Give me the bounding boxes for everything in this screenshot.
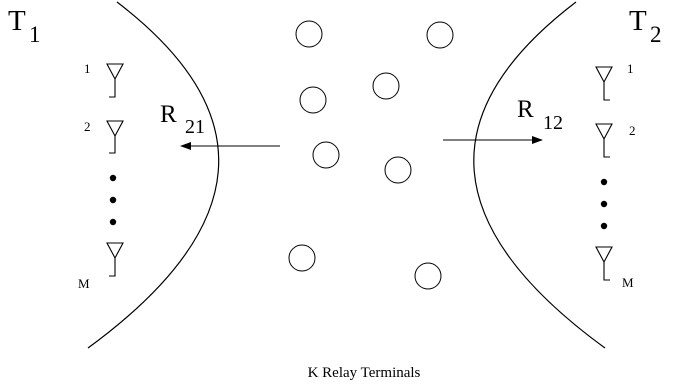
rate-21-index: 21	[185, 116, 205, 138]
antenna-icon	[595, 246, 613, 281]
relay-node	[414, 262, 442, 290]
rate-21-label: R	[160, 101, 177, 128]
antenna-icon	[595, 66, 613, 101]
relay-node	[426, 21, 454, 49]
terminal-1-label: T	[8, 5, 26, 37]
relay-node	[288, 244, 316, 272]
terminal-1-antenna-array	[106, 63, 124, 277]
terminal-2-antenna-label-2: 2	[629, 123, 636, 138]
terminal-2-antenna-ellipsis	[600, 178, 608, 230]
relay-node	[312, 141, 340, 169]
terminal-2-antenna-label-1: 1	[627, 61, 634, 76]
antenna-icon	[595, 123, 613, 158]
terminal-1-antenna-label-2: 2	[84, 119, 91, 134]
terminal-2-label: T	[629, 5, 647, 37]
antenna-icon	[106, 242, 124, 277]
terminal-1-boundary-arc	[87, 1, 220, 349]
antenna-icon	[106, 120, 124, 154]
rate-12-index: 12	[543, 112, 563, 134]
antenna-icon	[106, 63, 124, 98]
relay-node	[372, 72, 400, 100]
terminal-2-index: 2	[650, 22, 662, 47]
terminal-1-index: 1	[29, 22, 41, 47]
relay-node	[299, 86, 327, 114]
relay-node	[384, 156, 412, 184]
terminal-1-antenna-label-1: 1	[84, 61, 91, 76]
terminal-2-antenna-label-m: M	[622, 275, 634, 290]
relay-terminals	[288, 20, 454, 290]
terminal-1-antenna-ellipsis	[109, 174, 117, 226]
rate-21-arrow	[180, 142, 280, 150]
rate-12-arrow	[443, 136, 543, 144]
relay-caption: K Relay Terminals	[308, 365, 421, 381]
relay-node	[295, 20, 323, 48]
terminal-2-antenna-array	[595, 66, 613, 281]
terminal-2-boundary-arc	[473, 1, 606, 349]
terminal-1-antenna-label-m: M	[78, 276, 90, 291]
rate-12-label: R	[517, 96, 534, 123]
